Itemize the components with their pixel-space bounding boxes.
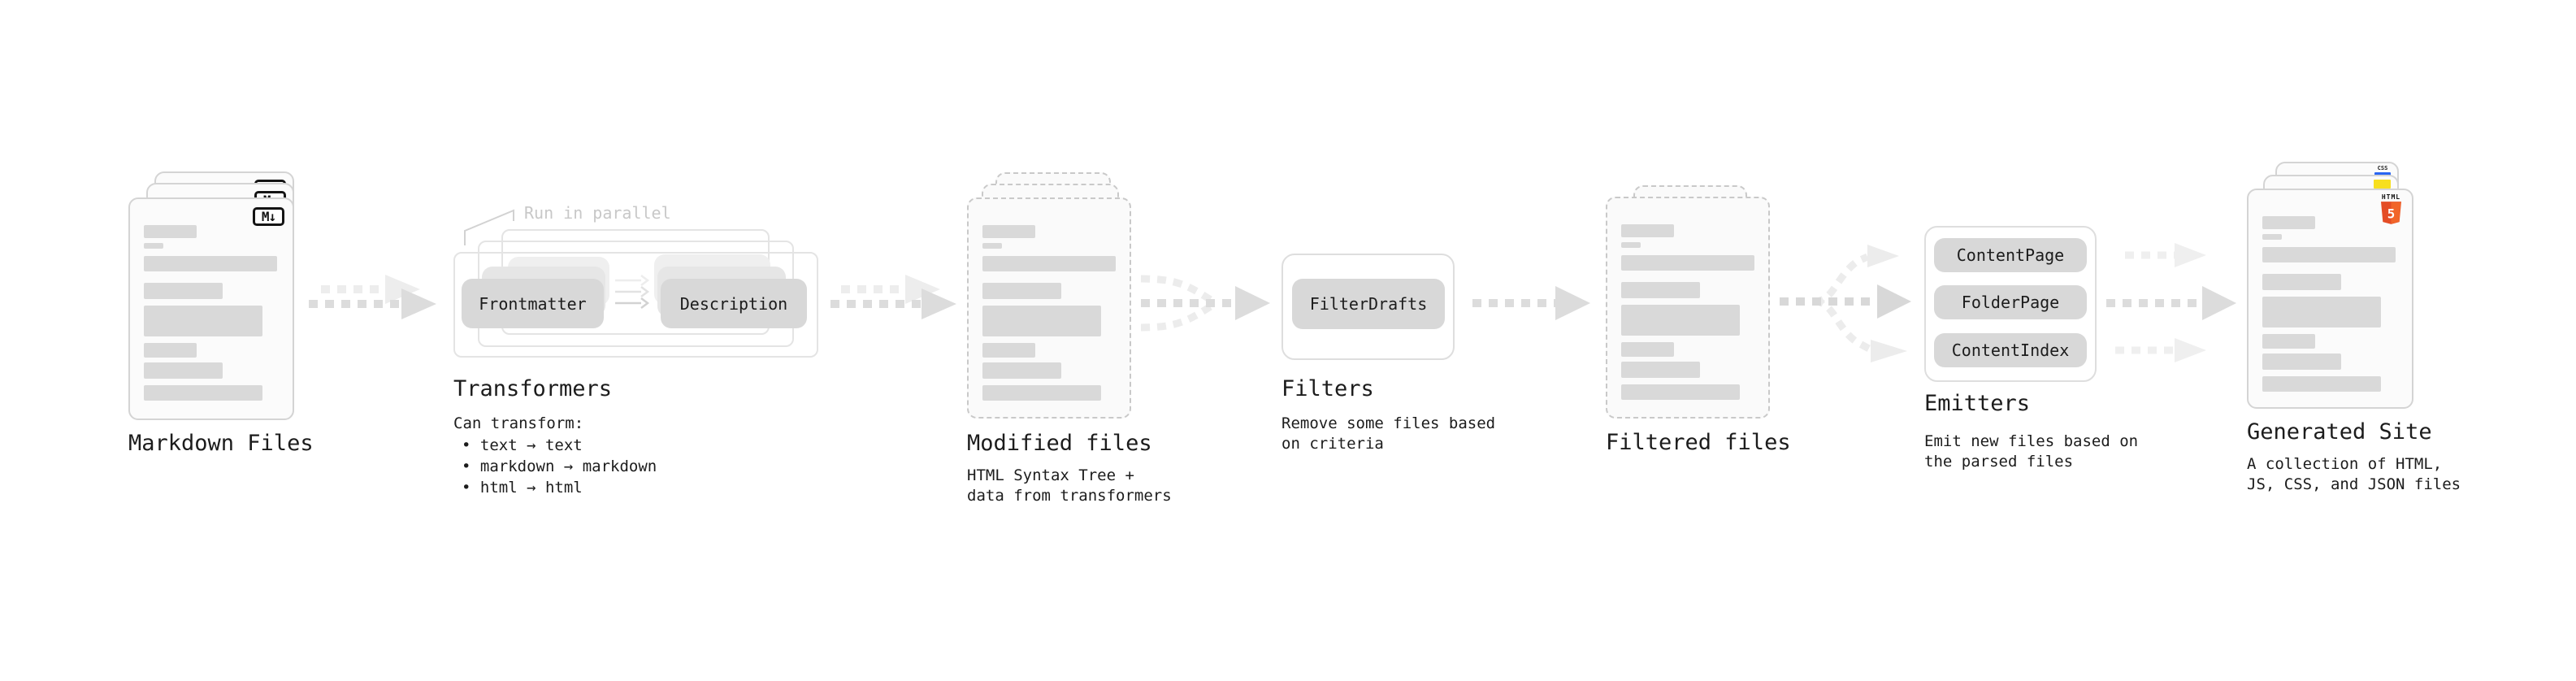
arrow-filters-to-filtered <box>1472 286 1590 320</box>
arrow-modified-to-filters-merge <box>1140 275 1270 332</box>
transformer-step-arrows <box>615 275 650 309</box>
arrow-markdown-to-transformers <box>309 275 436 319</box>
arrows-emitters-to-generated <box>2106 243 2236 362</box>
arrow-transformers-to-modified <box>830 275 956 319</box>
run-in-parallel-bracket-line <box>464 209 514 245</box>
arrow-filtered-to-emitters-fanout <box>1780 245 1911 362</box>
